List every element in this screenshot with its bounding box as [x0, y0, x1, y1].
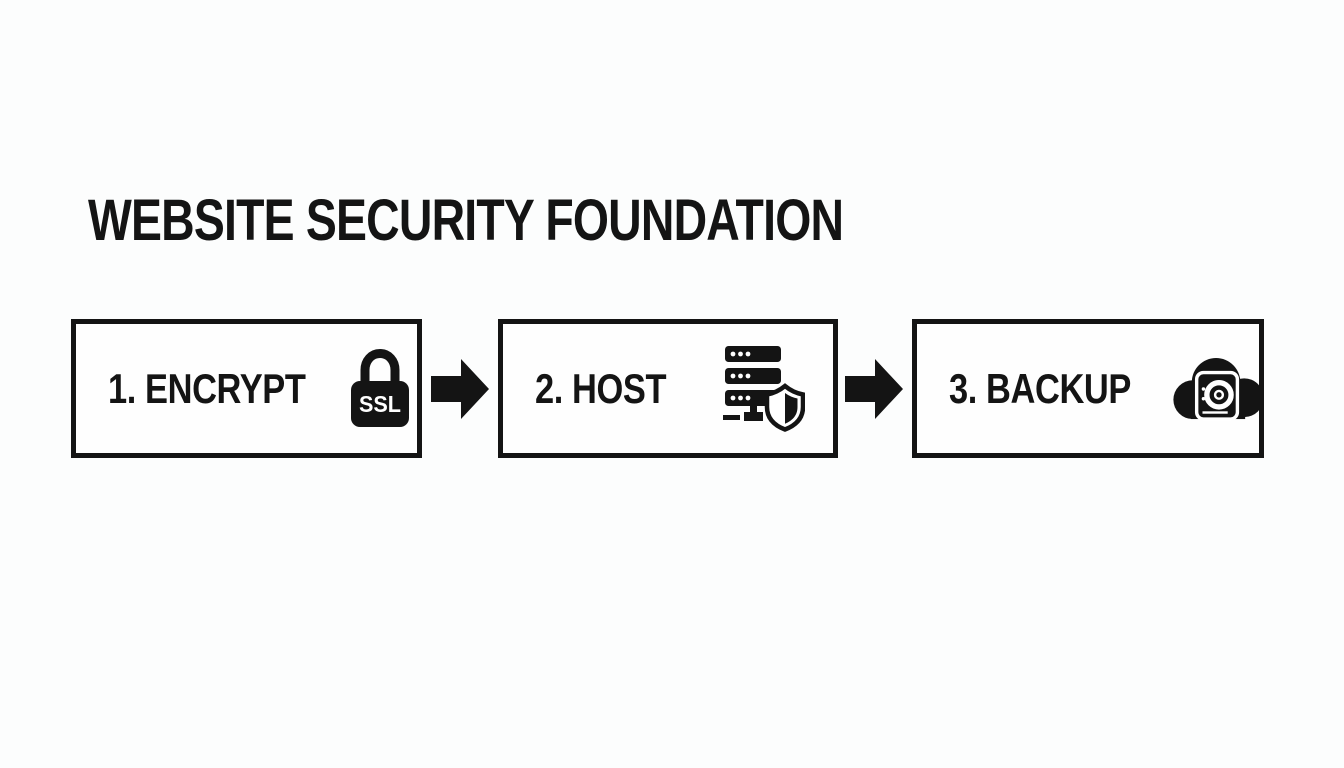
step-box-host: 2. HOST: [498, 319, 838, 458]
cloud-safe-backup-icon: [1171, 357, 1265, 421]
server-shield-icon: [723, 345, 805, 432]
step-label-encrypt: 1. ENCRYPT: [108, 364, 306, 412]
step-box-backup: 3. BACKUP: [912, 319, 1264, 458]
arrow-right-icon: [431, 359, 489, 419]
ssl-icon-text: SSL: [359, 391, 401, 417]
ssl-padlock-icon: SSL: [349, 348, 411, 429]
step-box-encrypt: 1. ENCRYPT SSL: [71, 319, 422, 458]
step-label-backup: 3. BACKUP: [949, 364, 1131, 412]
arrow-right-icon: [845, 359, 903, 419]
step-label-host: 2. HOST: [535, 364, 667, 412]
page-title: WEBSITE SECURITY FOUNDATION: [88, 188, 844, 253]
